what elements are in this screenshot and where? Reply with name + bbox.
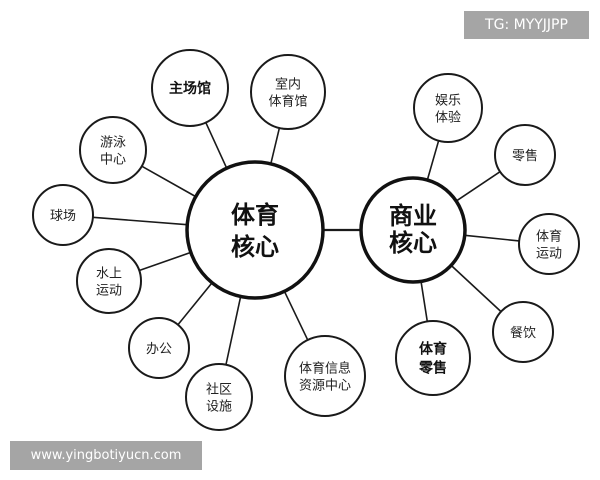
node-circle	[284, 335, 366, 417]
node-circle	[128, 317, 190, 379]
node-label-line: 体验	[435, 110, 461, 126]
edge-sports-activities	[464, 234, 520, 242]
node-circle	[32, 184, 94, 246]
node-label-line: 体育馆	[268, 94, 307, 110]
node-circle	[492, 301, 554, 363]
edge-community-facilities	[225, 296, 242, 365]
node-label-line: 水上	[96, 267, 122, 282]
node-label-line: 设施	[206, 400, 232, 415]
edge-entertainment-experience	[426, 140, 440, 181]
node-main-stadium: 主场馆	[151, 49, 229, 127]
node-label-line: 主场馆	[169, 80, 211, 97]
node-label-line: 球场	[50, 209, 76, 224]
hub-circle	[359, 176, 467, 284]
nodes-layer: 主场馆室内体育馆游泳中心球场水上运动办公社区设施体育信息资源中心娱乐体验零售体育…	[32, 49, 580, 431]
node-label-line: 体育信息	[299, 361, 351, 377]
node-label-line: 零售	[418, 360, 447, 377]
node-circle	[250, 54, 326, 130]
hub-label-line: 商业	[389, 202, 437, 230]
hub-label-line: 体育	[231, 201, 279, 229]
edge-indoor-gym	[270, 127, 281, 165]
node-circle	[185, 363, 253, 431]
node-label-line: 游泳	[100, 136, 126, 151]
node-label-line: 体育	[536, 229, 562, 245]
node-dining: 餐饮	[492, 301, 554, 363]
edge-main-stadium	[205, 122, 228, 169]
node-label-line: 资源中心	[299, 379, 351, 394]
edge-office	[177, 282, 213, 326]
edge-sports-retail	[420, 281, 429, 322]
edge-sports-info-center	[283, 290, 309, 341]
node-label-line: 运动	[536, 247, 562, 262]
node-circle	[413, 73, 483, 143]
hub-label-line: 核心	[389, 229, 437, 257]
hub-circle	[185, 160, 325, 300]
edge-water-sports	[138, 251, 192, 272]
url-watermark: www.yingbotiyucn.com	[10, 441, 202, 470]
node-label-line: 中心	[100, 153, 126, 168]
node-label-line: 社区	[206, 382, 232, 398]
node-circle	[76, 248, 142, 314]
node-label-line: 室内	[275, 77, 301, 93]
node-retail: 零售	[494, 124, 556, 186]
node-office: 办公	[128, 317, 190, 379]
node-circle	[395, 320, 471, 396]
edge-dining	[450, 264, 502, 313]
node-circle	[151, 49, 229, 127]
edges-layer	[92, 122, 520, 365]
node-circle	[494, 124, 556, 186]
hub-label-line: 核心	[231, 233, 279, 261]
node-label-line: 娱乐	[435, 94, 461, 109]
edge-swimming-center	[141, 165, 197, 198]
tg-watermark: TG: MYYJJPP	[464, 11, 589, 39]
node-label-line: 办公	[146, 342, 172, 357]
edge-retail	[455, 171, 501, 202]
edge-ball-fields	[92, 216, 188, 226]
node-label-line: 体育	[419, 341, 447, 358]
node-ball-fields: 球场	[32, 184, 94, 246]
node-label-line: 运动	[96, 284, 122, 299]
node-label-line: 零售	[512, 148, 538, 164]
node-circle	[518, 213, 580, 275]
node-circle	[79, 116, 147, 184]
node-label-line: 餐饮	[510, 325, 536, 341]
